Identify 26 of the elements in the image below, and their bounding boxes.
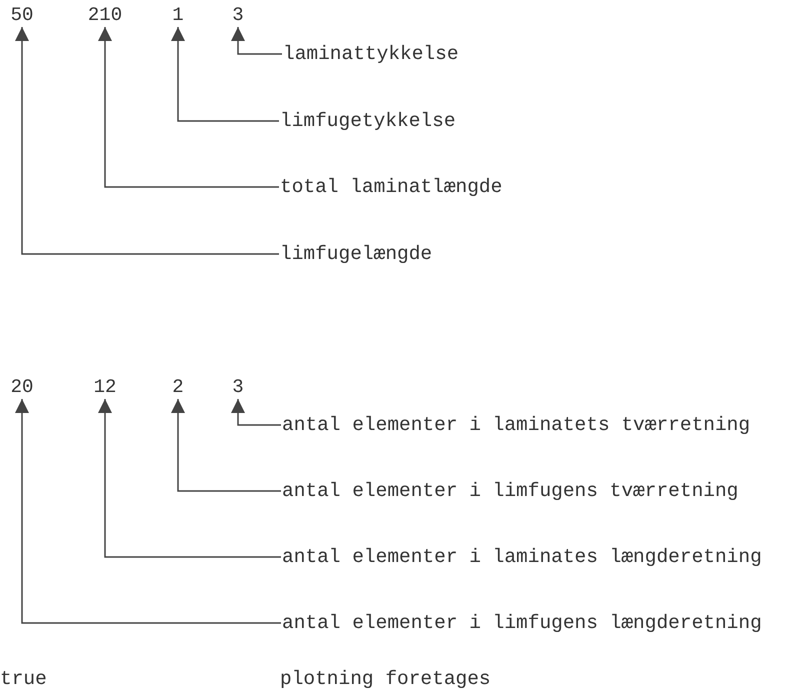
parameter-description: limfugelængde <box>280 243 432 265</box>
parameter-value: 3 <box>232 4 244 26</box>
leader-arrow <box>15 399 281 624</box>
leader-arrow <box>171 27 279 122</box>
note-text: true <box>0 668 47 690</box>
parameter-value: 20 <box>10 376 34 398</box>
note-text: plotning foretages <box>280 668 491 690</box>
leader-arrow <box>98 399 281 558</box>
parameter-value: 50 <box>10 4 34 26</box>
parameter-value: 210 <box>88 4 122 26</box>
parameter-value: 12 <box>94 376 116 398</box>
parameter-description: total laminatlængde <box>280 176 502 198</box>
leader-arrow <box>171 399 281 492</box>
parameter-description: antal elementer i limfugens tværretning <box>282 480 738 502</box>
parameter-description: limfugetykkelse <box>280 110 456 132</box>
parameter-value: 2 <box>172 376 184 398</box>
parameter-value: 1 <box>172 4 184 26</box>
parameter-value: 3 <box>232 376 244 398</box>
parameter-description: antal elementer i laminates længderetning <box>282 546 762 568</box>
leader-arrow <box>98 27 279 188</box>
parameter-description: antal elementer i laminatets tværretning <box>282 414 750 436</box>
parameter-description: laminattykkelse <box>283 43 459 65</box>
parameter-description: antal elementer i limfugens længderetning <box>282 612 762 634</box>
leader-arrow <box>231 399 281 426</box>
leader-arrow <box>231 27 282 55</box>
leader-arrow <box>15 27 279 255</box>
